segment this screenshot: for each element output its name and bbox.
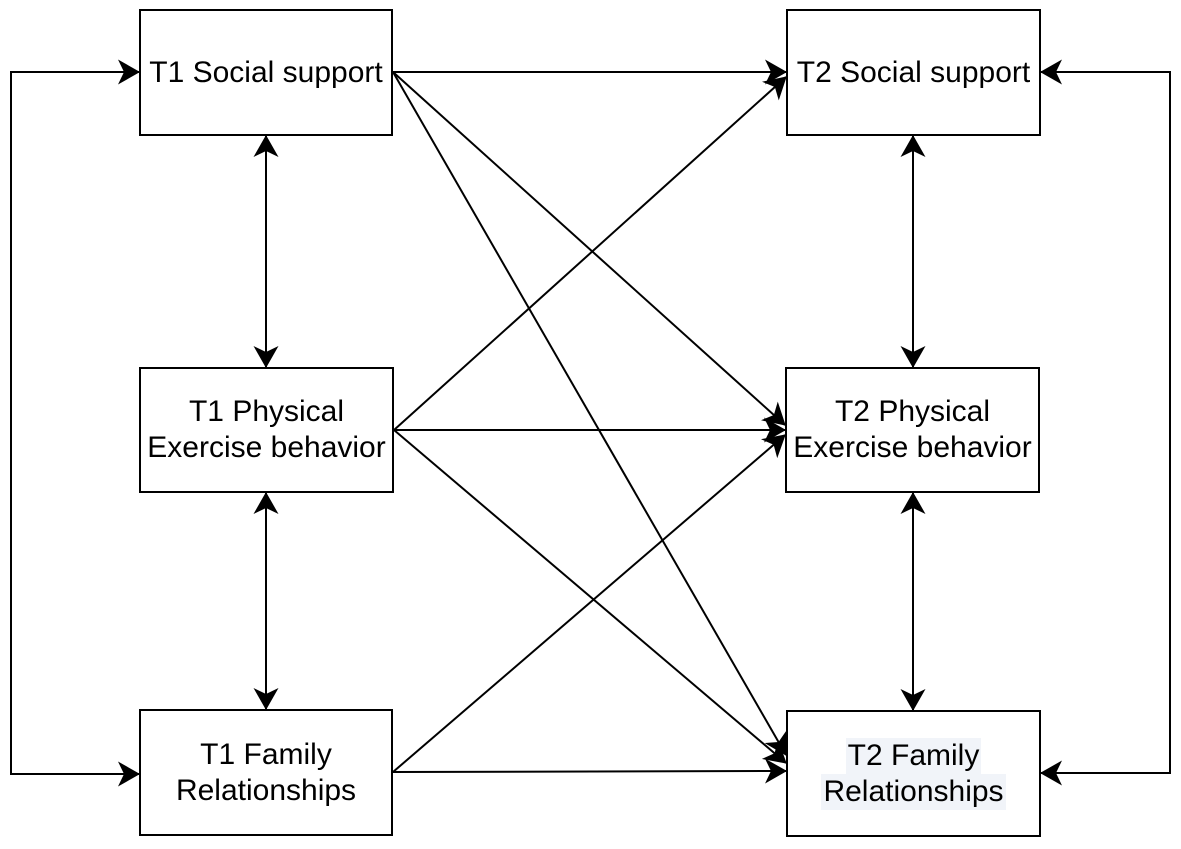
edge-t1-social-t1-family-covariance	[10, 59, 140, 787]
node-label: Relationships	[821, 773, 1006, 810]
edge-t1-physical-to-t2-family	[393, 429, 787, 764]
node-label: T2 Social support	[796, 55, 1031, 89]
edge-t1-physical-to-t2-social	[393, 76, 787, 431]
node-label: Exercise behavior	[793, 431, 1032, 464]
node-t2-social-support: T2 Social support	[786, 9, 1041, 136]
edge-t2-social-t2-family-covariance	[1040, 59, 1171, 786]
edge-t1-family-to-t2-family	[392, 758, 787, 784]
node-label: Exercise behavior	[147, 431, 386, 464]
node-t1-family-relationships: T1 Family Relationships	[139, 709, 393, 836]
node-label: Relationships	[175, 773, 357, 807]
node-label: T1 Social support	[149, 55, 383, 89]
node-t2-family-relationships: T2 Family Relationships	[786, 710, 1041, 837]
node-t2-physical-exercise: T2 Physical Exercise behavior	[785, 367, 1040, 493]
node-label: T1 Family	[200, 737, 332, 771]
node-t1-physical-exercise: T1 Physical Exercise behavior	[139, 367, 394, 493]
node-t1-social-support: T1 Social support	[139, 9, 393, 136]
edge-t1-social-to-t2-physical	[392, 71, 786, 426]
node-label: T2 Family	[845, 737, 982, 774]
node-label: T1 Physical	[188, 395, 345, 428]
node-label: T2 Physical	[834, 395, 991, 428]
edge-t1-family-to-t2-physical	[392, 434, 786, 773]
edge-t1-social-to-t2-family	[392, 71, 787, 756]
